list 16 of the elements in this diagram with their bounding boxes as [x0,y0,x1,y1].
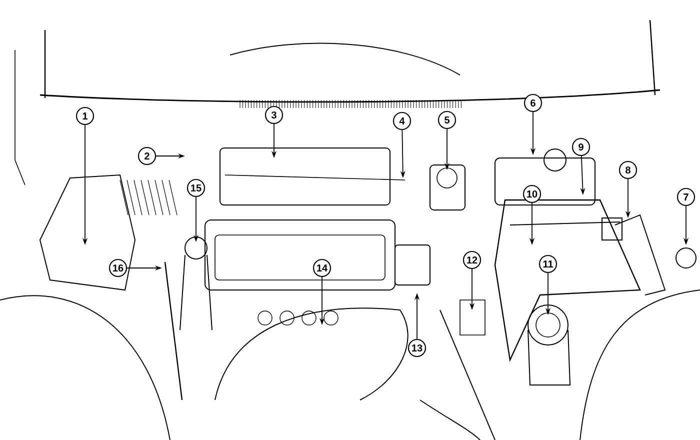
callout-number: 12 [462,250,482,270]
callout-number: 5 [438,110,456,130]
callout-number: 7 [676,188,696,206]
callout-number: 3 [264,106,284,124]
callout-number: 9 [572,138,590,156]
callout-number: 2 [138,146,156,166]
callout-number: 4 [392,112,412,130]
callout-number: 10 [522,184,542,204]
callout-number: 15 [186,178,206,198]
callout-number: 14 [312,258,332,278]
callout-number: 16 [108,258,128,278]
callout-number: 11 [538,254,558,274]
callout-number: 6 [524,94,542,112]
callout-number: 1 [76,106,94,126]
callout-number: 8 [618,160,638,180]
callout-number: 13 [408,338,426,358]
